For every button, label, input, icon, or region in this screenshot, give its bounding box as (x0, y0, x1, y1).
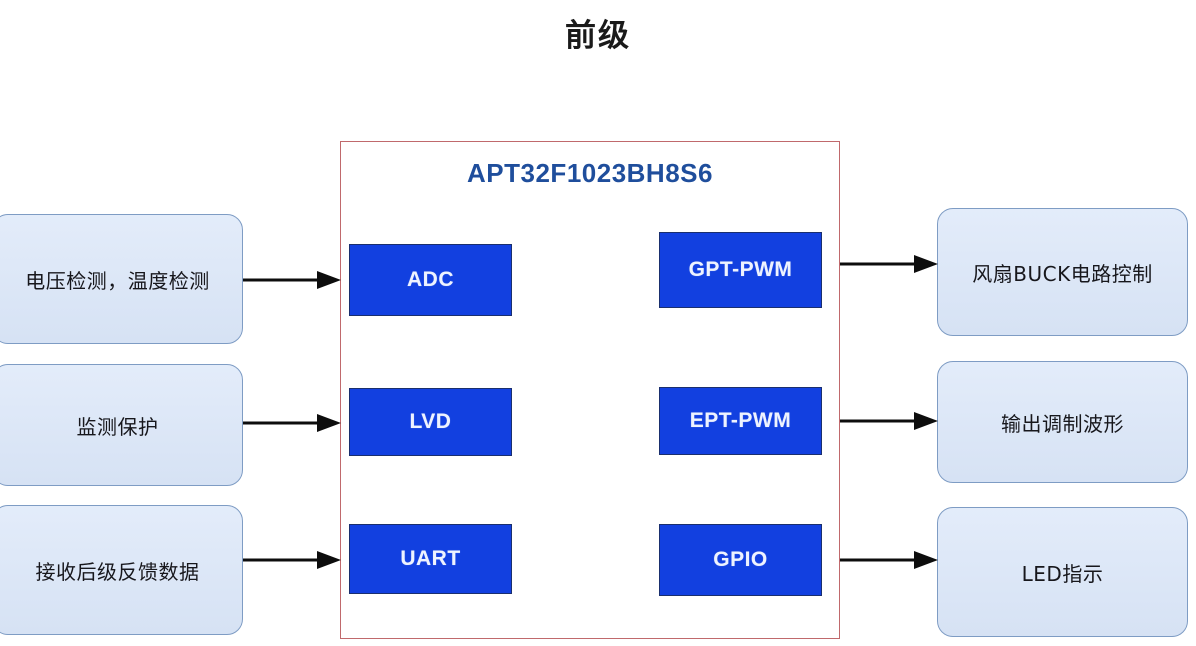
mcu-part-number-label: APT32F1023BH8S6 (467, 158, 713, 188)
input-arrow-icon-feedback-data (243, 548, 341, 572)
peripheral-block-uart[interactable]: UART (349, 524, 512, 594)
output-arrow-icon-fan-buck (840, 252, 938, 276)
peripheral-block-gpio[interactable]: GPIO (659, 524, 822, 596)
output-arrow-icon-led (840, 548, 938, 572)
input-box-voltage-temp[interactable]: 电压检测，温度检测 (0, 214, 243, 344)
input-arrow-icon-voltage-temp (243, 268, 341, 292)
input-arrow-icon-monitor-protection (243, 411, 341, 435)
output-box-fan-buck-control[interactable]: 风扇BUCK电路控制 (937, 208, 1188, 336)
input-box-monitor-protection[interactable]: 监测保护 (0, 364, 243, 486)
peripheral-block-adc[interactable]: ADC (349, 244, 512, 316)
output-box-led-indicator[interactable]: LED指示 (937, 507, 1188, 637)
page-title: 前级 (565, 18, 631, 54)
input-box-feedback-data[interactable]: 接收后级反馈数据 (0, 505, 243, 635)
peripheral-block-lvd[interactable]: LVD (349, 388, 512, 456)
output-box-modulated-waveform[interactable]: 输出调制波形 (937, 361, 1188, 483)
peripheral-block-ept-pwm[interactable]: EPT-PWM (659, 387, 822, 455)
output-arrow-icon-waveform (840, 409, 938, 433)
peripheral-block-gpt-pwm[interactable]: GPT-PWM (659, 232, 822, 308)
